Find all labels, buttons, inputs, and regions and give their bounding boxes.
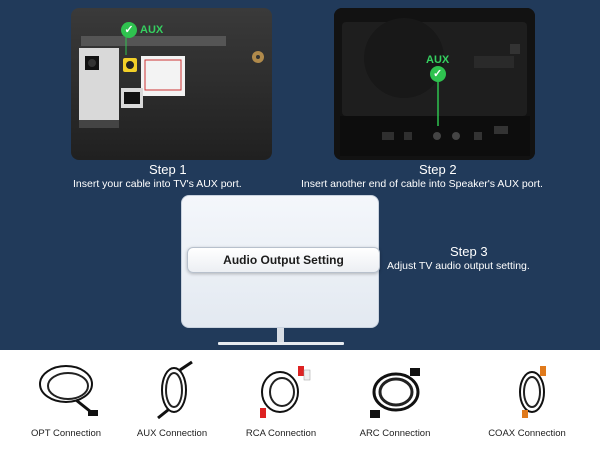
speaker-back-photo: AUX ✓: [334, 8, 535, 160]
check-icon: ✓: [429, 66, 446, 82]
opt-connection-label: OPT Connection: [30, 428, 102, 439]
speaker-ports-illustration: [334, 8, 535, 160]
aux-label: AUX: [140, 24, 164, 36]
aux-connection-label: AUX Connection: [136, 428, 208, 439]
aux-callout-tv: ✓ AUX: [121, 22, 163, 38]
step3-desc: Adjust TV audio output setting.: [387, 260, 530, 272]
audio-output-setting-button[interactable]: Audio Output Setting: [187, 247, 380, 273]
opt-cable-icon: [39, 365, 98, 416]
check-icon: ✓: [121, 22, 137, 38]
arc-connection-label: ARC Connection: [359, 428, 431, 439]
tv-stand-neck: [277, 328, 284, 342]
tv-back-panel-photo: ✓ AUX: [71, 8, 272, 160]
aux-label-speaker: AUX: [426, 54, 450, 66]
step3-title: Step 3: [450, 244, 488, 259]
tv-ports-illustration: [79, 28, 264, 128]
rca-connection-label: RCA Connection: [245, 428, 317, 439]
coax-cable-icon: [519, 366, 546, 418]
step1-desc: Insert your cable into TV's AUX port.: [73, 178, 242, 190]
step2-title: Step 2: [419, 162, 457, 177]
step2-desc: Insert another end of cable into Speaker…: [301, 178, 543, 190]
aux-callout-speaker: AUX ✓: [426, 54, 449, 82]
aux-cable-icon: [157, 360, 193, 420]
tv-stand-base: [218, 342, 344, 345]
rca-cable-icon: [260, 366, 311, 418]
step1-title: Step 1: [149, 162, 187, 177]
arc-cable-icon: [370, 368, 420, 418]
coax-connection-label: COAX Connection: [488, 428, 566, 439]
